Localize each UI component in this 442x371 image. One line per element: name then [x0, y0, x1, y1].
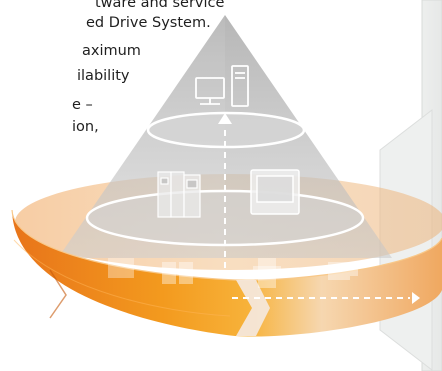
- computer-workstation-icon: [195, 65, 249, 107]
- operator-panel-icon: [250, 169, 300, 215]
- intro-line-3: aximum: [82, 43, 141, 59]
- horizontal-dashed-arrow: [232, 292, 420, 304]
- intro-line-1: tware and service: [95, 0, 225, 11]
- ring-chevron-center: [236, 280, 270, 336]
- drive-unit-icon: [108, 258, 134, 278]
- motor-icon: [253, 258, 281, 288]
- intro-text: tware and service ed Drive System. aximu…: [0, 0, 224, 150]
- intro-line-4: ilability: [77, 68, 130, 84]
- intro-line-5: e –: [72, 97, 93, 113]
- vertical-dashed-arrow: [218, 113, 232, 290]
- ring-chevron-left: [49, 269, 67, 319]
- controller-modules-icon: [157, 171, 201, 218]
- intro-line-2: ed Drive System.: [86, 15, 211, 31]
- intro-line-6: ion,: [72, 119, 99, 135]
- motor-icon-right: [328, 262, 358, 280]
- drive-cabinet-icon: [162, 262, 193, 284]
- orange-ring-band: [11, 209, 442, 337]
